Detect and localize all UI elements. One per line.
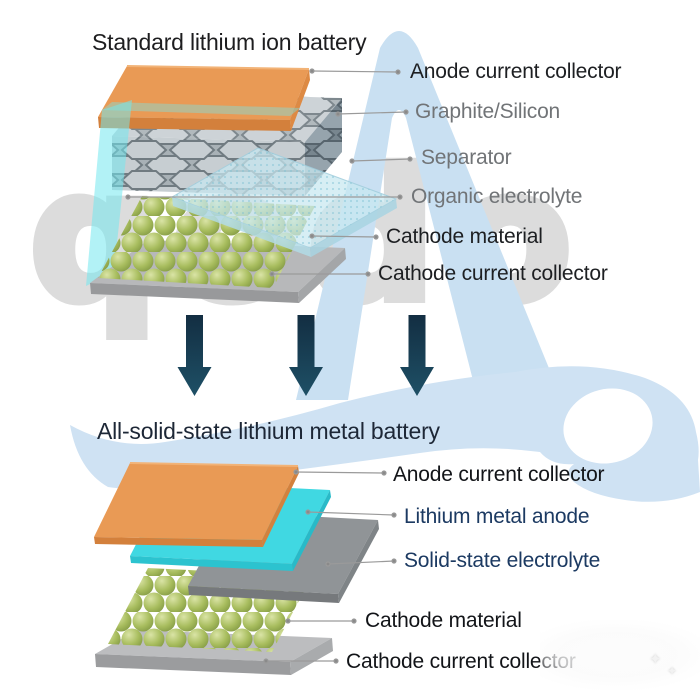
leader-line-cathode-collector-top [269,271,371,277]
top-battery-title: Standard lithium ion battery [92,29,367,55]
label-lithium-metal-anode: Lithium metal anode [404,505,590,528]
anode-current-collector-layer-2 [94,462,299,547]
leader-line-graphite [335,109,409,117]
leader-line-cathode-material-top [309,233,379,240]
bottom-battery-diagram [94,462,379,675]
label-cathode-material-top: Cathode material [386,225,543,248]
leader-line-cathode-material-bottom [285,618,357,624]
label-anode-current-collector-bottom: Anode current collector [393,463,605,486]
leader-line-lithium-anode [305,509,397,518]
bottom-battery-title: All-solid-state lithium metal battery [97,418,440,444]
leader-lines [125,68,413,664]
swoosh-hole [563,388,653,464]
label-anode-current-collector-top: Anode current collector [410,60,622,83]
leader-line-anode-top [309,68,401,75]
down-arrow [289,315,323,396]
label-organic-electrolyte: Organic electrolyte [411,185,583,208]
down-arrow [177,315,212,396]
organic-electrolyte-container [86,100,300,286]
separator-layer [170,147,398,257]
label-cathode-current-collector-bottom: Cathode current collector [346,650,576,673]
anode-current-collector-layer [98,65,310,131]
label-cathode-current-collector-top: Cathode current collector [378,262,608,285]
label-cathode-material-bottom: Cathode material [365,609,522,632]
label-graphite-silicon: Graphite/Silicon [415,100,561,123]
leader-line-anode-bottom [293,469,387,476]
leader-line-solid-electrolyte [325,558,397,567]
logo-triangle-watermark [296,31,562,400]
label-solid-state-electrolyte: Solid-state electrolyte [404,549,601,572]
leader-line-organic-electrolyte [125,194,403,200]
leader-line-separator [349,156,413,164]
down-arrow [400,315,434,396]
label-separator: Separator [421,146,512,169]
transition-arrows [177,315,434,396]
top-battery-diagram [86,65,398,303]
leader-line-cathode-collector-bottom [263,658,339,664]
